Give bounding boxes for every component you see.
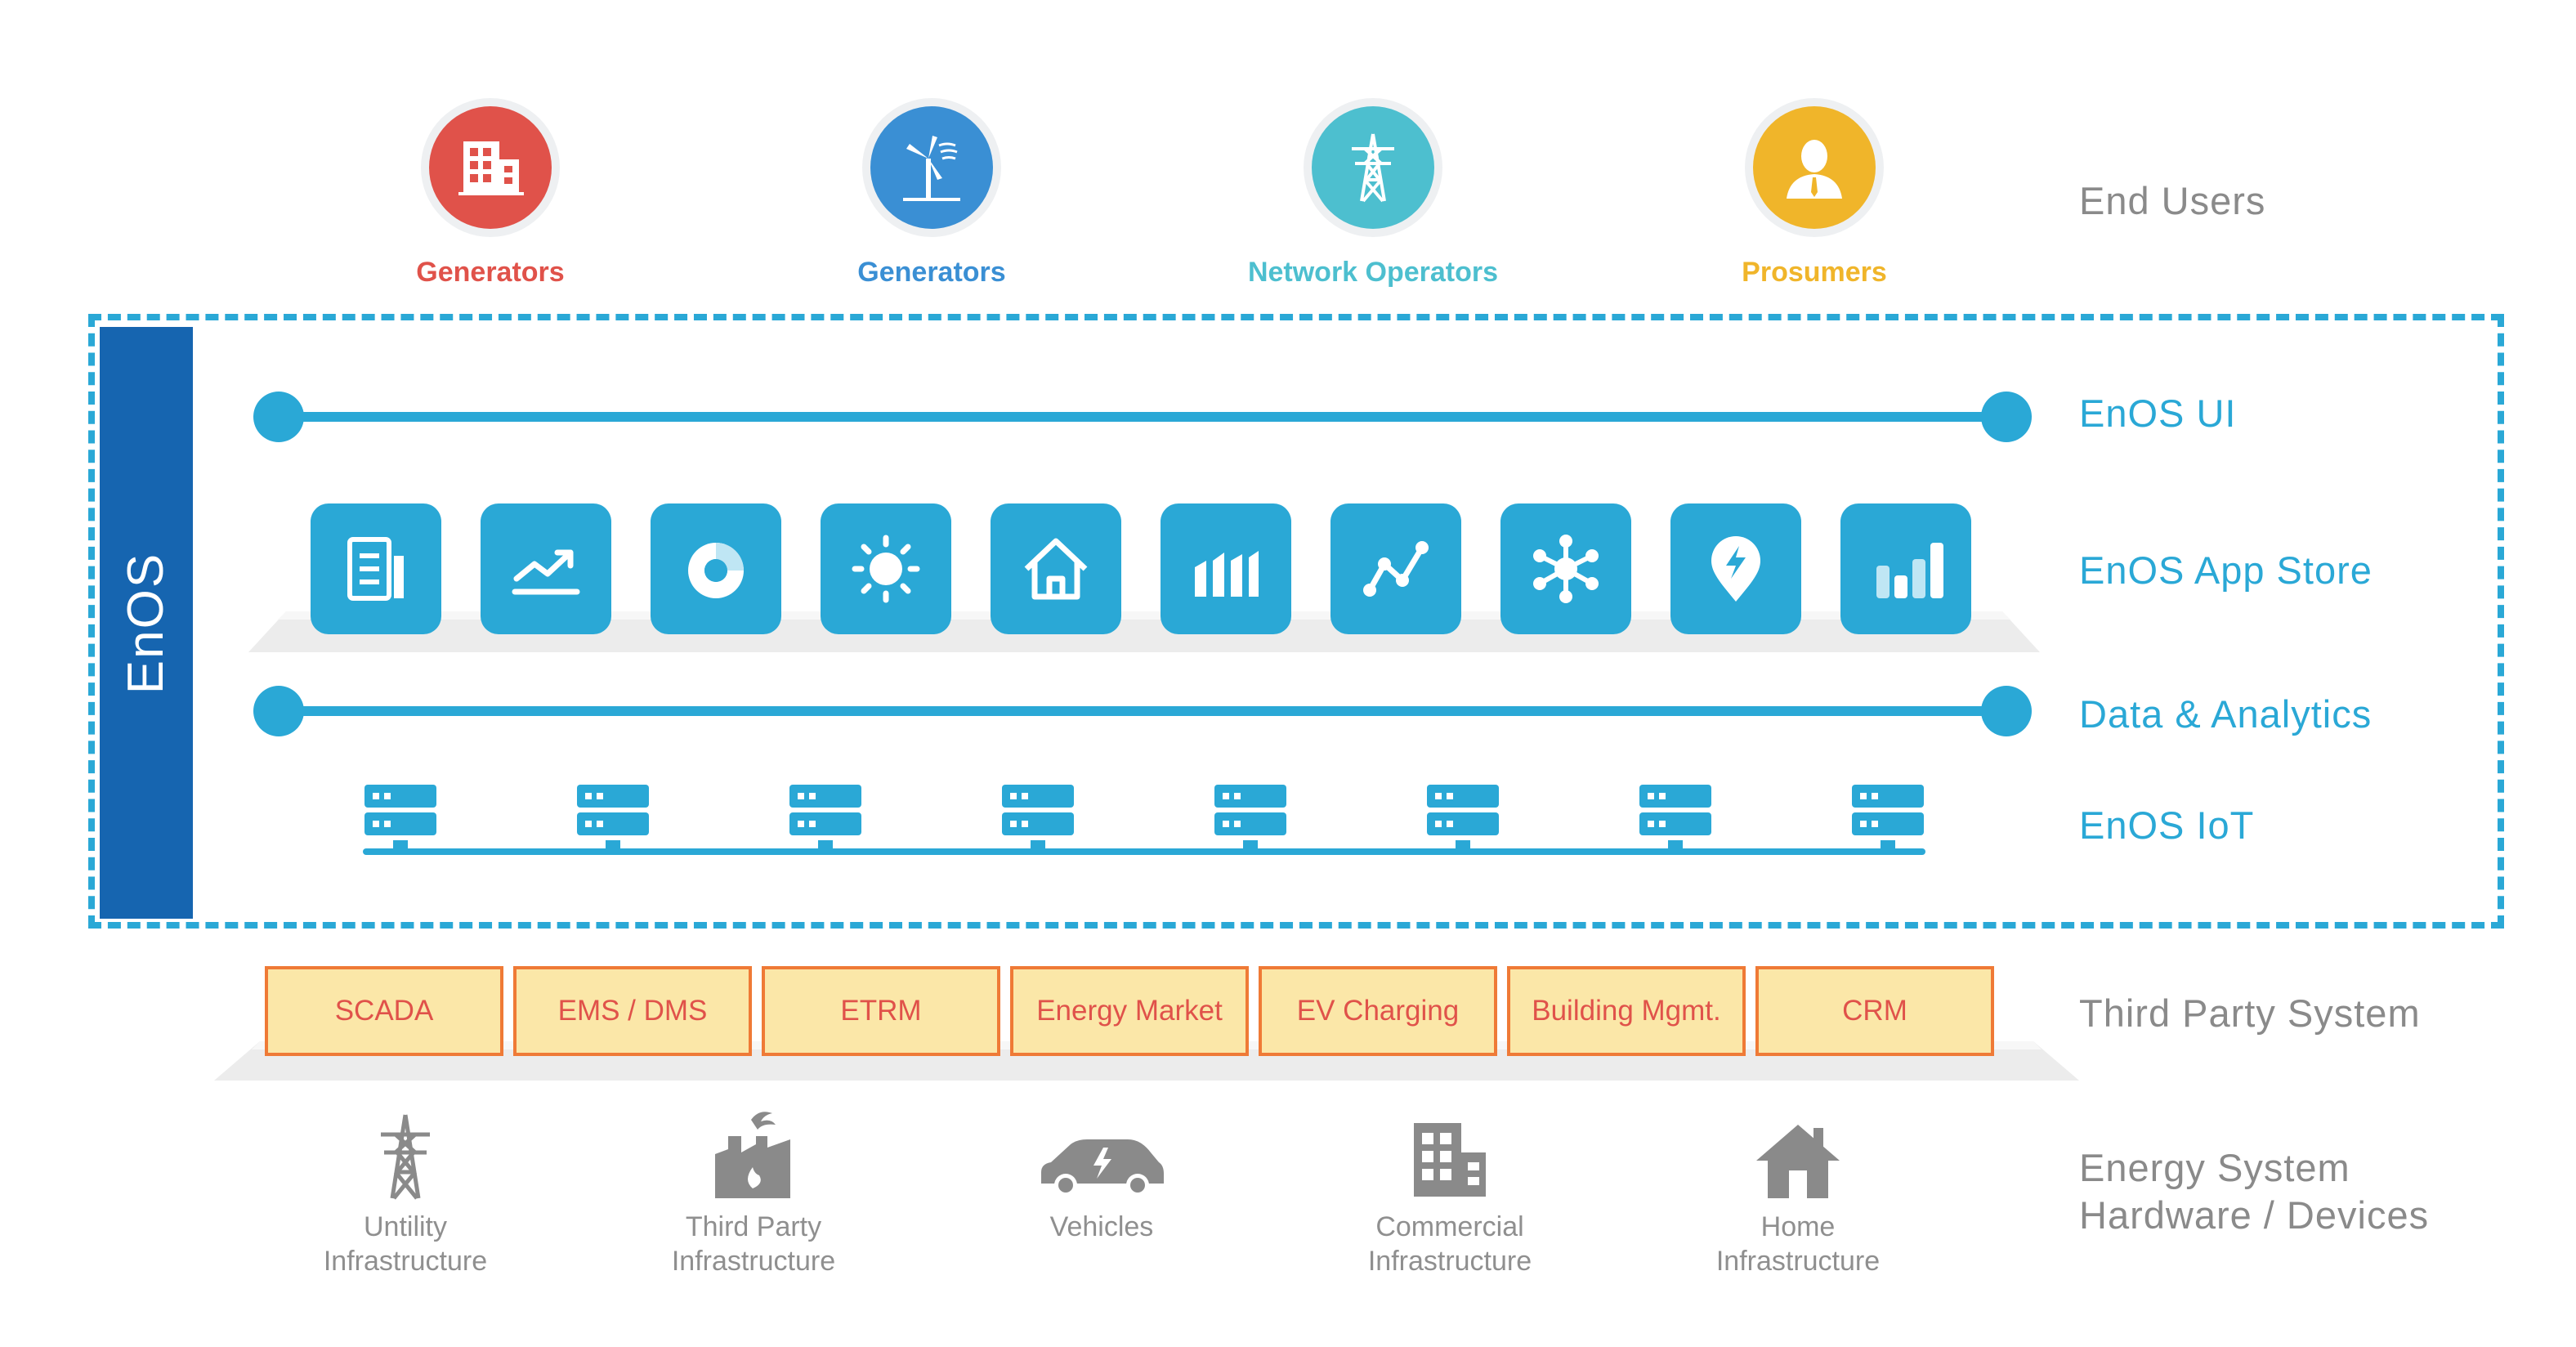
enos-iot-label: EnOS IoT [2079, 803, 2255, 847]
device-label-line2: Infrastructure [671, 1246, 836, 1277]
server-icon [364, 785, 436, 855]
end-user-network-operators: Network Operators [1226, 106, 1520, 289]
building-icon [429, 106, 552, 229]
device-label-line1: Untility [363, 1211, 448, 1242]
enos-frame [88, 314, 2504, 929]
energy-system-label-line1: Energy System [2079, 1146, 2350, 1189]
system-crm: CRM [1755, 966, 1994, 1056]
power-tower-icon [258, 1095, 552, 1202]
data-analytics-label: Data & Analytics [2079, 692, 2373, 736]
bar-chart-icon[interactable] [1840, 503, 1971, 634]
device-label-line1: Third Party [685, 1211, 822, 1242]
location-bolt-icon[interactable] [1670, 503, 1801, 634]
enos-ui-label: EnOS UI [2079, 392, 2237, 435]
car-icon [955, 1095, 1249, 1202]
system-etrm: ETRM [762, 966, 1000, 1056]
server-icon [1214, 785, 1286, 855]
system-scada: SCADA [265, 966, 503, 1056]
device-utility-infrastructure: Untility Infrastructure [258, 1095, 552, 1278]
server-icon [577, 785, 649, 855]
enos-title: EnOS [118, 552, 175, 694]
end-user-label: Prosumers [1742, 257, 1887, 288]
power-tower-icon [1312, 106, 1434, 229]
device-label-line2: Infrastructure [1367, 1246, 1532, 1277]
report-icon[interactable] [311, 503, 441, 634]
end-user-generators-2: Generators [785, 106, 1079, 289]
end-user-label: Network Operators [1247, 257, 1499, 288]
enos-ui-line-end [1981, 392, 2032, 442]
system-ems-dms: EMS / DMS [513, 966, 752, 1056]
end-user-label: Generators [857, 257, 1006, 288]
sun-icon[interactable] [821, 503, 951, 634]
server-icon [1002, 785, 1074, 855]
server-icon [789, 785, 861, 855]
device-third-party-infrastructure: Third Party Infrastructure [606, 1095, 901, 1278]
server-icon [1852, 785, 1924, 855]
system-ev-charging: EV Charging [1259, 966, 1497, 1056]
system-energy-market: Energy Market [1010, 966, 1249, 1056]
data-analytics-line-end [1981, 686, 2032, 736]
network-icon[interactable] [1500, 503, 1631, 634]
factory-icon [606, 1095, 901, 1202]
data-analytics-line-start [253, 686, 304, 736]
third-party-system-label: Third Party System [2079, 991, 2421, 1035]
iot-bus-line [363, 848, 1925, 855]
donut-chart-icon[interactable] [651, 503, 781, 634]
enos-ui-line-start [253, 392, 304, 442]
server-icon [1427, 785, 1499, 855]
enos-app-store-label: EnOS App Store [2079, 548, 2373, 592]
factory-chart-icon[interactable] [1161, 503, 1291, 634]
wind-turbine-icon [870, 106, 993, 229]
person-icon [1753, 106, 1876, 229]
device-label-line2: Infrastructure [323, 1246, 488, 1277]
end-user-prosumers: Prosumers [1667, 106, 1961, 289]
device-label-line1: Commercial [1375, 1211, 1524, 1242]
end-users-label: End Users [2079, 179, 2266, 222]
trend-icon[interactable] [481, 503, 611, 634]
line-chart-icon[interactable] [1330, 503, 1461, 634]
device-vehicles: Vehicles [955, 1095, 1249, 1244]
device-label-line1: Vehicles [1049, 1211, 1154, 1242]
server-icon [1639, 785, 1711, 855]
enos-ui-line [278, 412, 2007, 422]
device-label-line1: Home [1760, 1211, 1836, 1242]
home-icon [1651, 1095, 1945, 1202]
energy-system-label: Energy System Hardware / Devices [2079, 1144, 2429, 1239]
end-user-label: Generators [416, 257, 565, 288]
data-analytics-line [278, 706, 2007, 716]
energy-system-label-line2: Hardware / Devices [2079, 1193, 2430, 1237]
system-building-mgmt: Building Mgmt. [1507, 966, 1746, 1056]
end-user-generators-1: Generators [343, 106, 637, 289]
office-building-icon [1303, 1095, 1597, 1202]
house-icon[interactable] [991, 503, 1121, 634]
device-home-infrastructure: Home Infrastructure [1651, 1095, 1945, 1278]
enos-side-bar: EnOS [100, 327, 193, 919]
device-commercial-infrastructure: Commercial Infrastructure [1303, 1095, 1597, 1278]
device-label-line2: Infrastructure [1715, 1246, 1881, 1277]
